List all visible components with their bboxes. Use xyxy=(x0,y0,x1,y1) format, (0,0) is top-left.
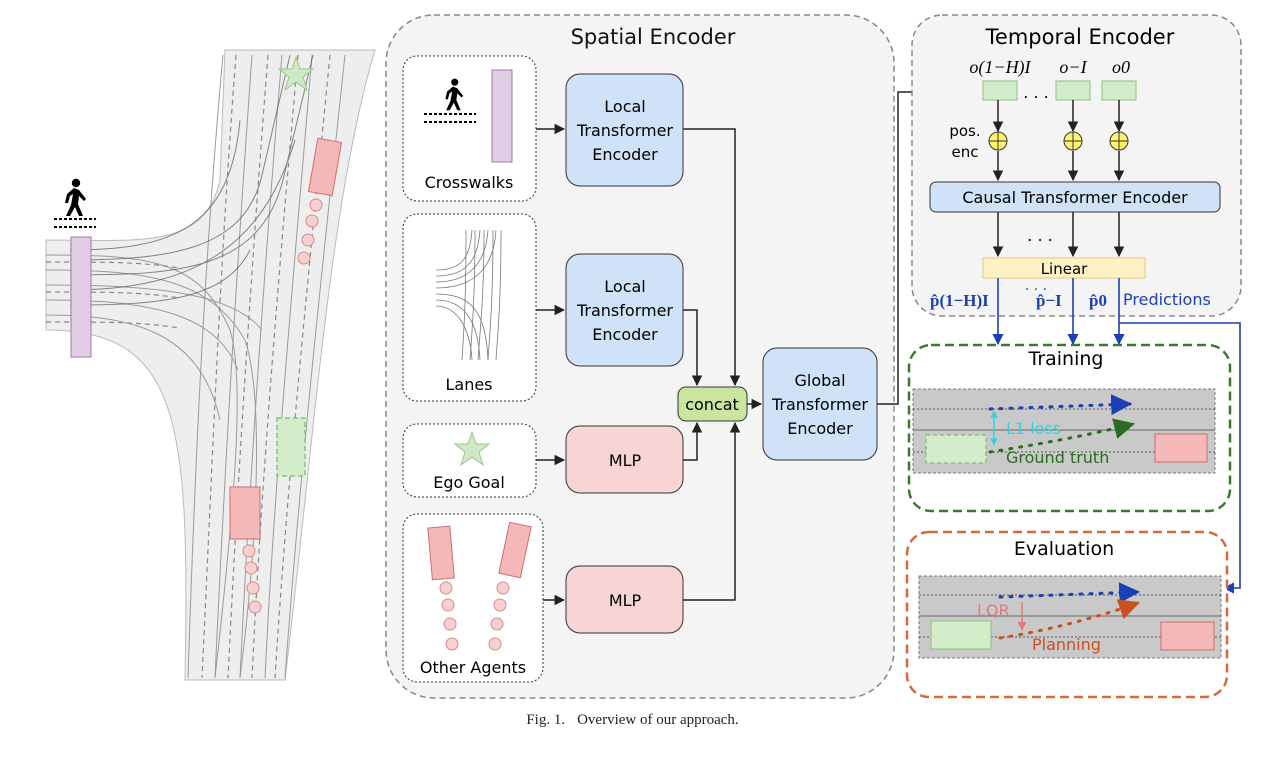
l1-loss-label: L1 loss xyxy=(1006,419,1061,438)
plus-circle-icon xyxy=(1109,131,1129,151)
linear-label: Linear xyxy=(1041,260,1088,278)
causal-encoder-label: Causal Transformer Encoder xyxy=(962,188,1188,207)
training-title: Training xyxy=(1028,348,1104,370)
ego-vehicle xyxy=(276,417,306,477)
star-icon xyxy=(277,55,315,92)
obs-ellipsis: . . . xyxy=(1023,83,1048,102)
agent-rect xyxy=(498,521,532,579)
planning-label: Planning xyxy=(1032,635,1101,654)
ground-truth-label: Ground truth xyxy=(1006,448,1109,467)
pred-label-first: p̂(1−H)I xyxy=(930,291,989,310)
pred-label-mid: p̂−I xyxy=(1036,291,1062,310)
lanes-thumbnail xyxy=(435,229,502,361)
obs-label-first: o(1−H)I xyxy=(969,57,1031,78)
obs-token xyxy=(982,80,1018,101)
global-encoder-line2: Transformer xyxy=(771,395,868,414)
global-encoder-line3: Encoder xyxy=(787,419,853,438)
agent-rect xyxy=(427,525,455,581)
temporal-encoder: Temporal Encoder o(1−H)I o−I o0 . . . po… xyxy=(911,14,1242,594)
mlp-label: MLP xyxy=(609,451,642,470)
temporal-encoder-title: Temporal Encoder xyxy=(985,25,1175,49)
concat-label: concat xyxy=(685,395,739,414)
predictions-label: Predictions xyxy=(1123,290,1211,309)
training-panel: Training L1 loss Ground truth xyxy=(907,343,1232,513)
ego-vehicle xyxy=(930,620,992,650)
lqr-label: LQR xyxy=(977,601,1010,620)
obs-label-mid: o−I xyxy=(1059,57,1087,77)
crosswalk-rect xyxy=(70,236,92,358)
pos-enc-line1: pos. xyxy=(949,122,980,140)
linear-layer xyxy=(982,257,1146,279)
pred-label-last: p̂0 xyxy=(1089,291,1107,310)
global-encoder-line1: Global xyxy=(794,371,845,390)
local-encoder-line2: Transformer xyxy=(576,301,673,320)
star-icon xyxy=(453,430,491,467)
ego-vehicle xyxy=(925,434,987,464)
pedestrian-icon xyxy=(65,178,86,216)
mlp-label: MLP xyxy=(609,591,642,610)
caption-text: Overview of our approach. xyxy=(577,712,739,728)
evaluation-title: Evaluation xyxy=(1014,538,1114,560)
spatial-encoder: Spatial Encoder Crosswalks Lanes xyxy=(385,14,976,699)
road-scene xyxy=(45,49,376,681)
crosswalk-rect xyxy=(491,69,513,163)
lanes-input-box xyxy=(402,213,537,402)
pos-enc-line2: enc xyxy=(952,143,979,161)
planned-trajectory xyxy=(998,599,1140,640)
obs-token xyxy=(1101,80,1137,101)
local-transformer-encoder-crosswalks xyxy=(565,73,684,187)
obs-label-last: o0 xyxy=(1112,57,1130,77)
agent-vehicle xyxy=(1154,433,1208,463)
local-encoder-line2: Transformer xyxy=(576,121,673,140)
spatial-encoder-title: Spatial Encoder xyxy=(571,25,736,49)
figure-caption: Fig. 1. Overview of our approach. xyxy=(0,712,1265,729)
local-encoder-line3: Encoder xyxy=(592,325,658,344)
causal-transformer-encoder xyxy=(929,181,1221,213)
plus-circle-icon xyxy=(988,131,1008,151)
evaluation-panel: Evaluation LQR Planning xyxy=(905,530,1229,699)
agent-vehicle xyxy=(1160,621,1215,651)
predicted-trajectory xyxy=(998,582,1141,604)
lanes-label: Lanes xyxy=(445,375,492,394)
obs-token xyxy=(1055,80,1091,101)
predicted-trajectory xyxy=(988,394,1133,416)
agent-top xyxy=(307,137,343,197)
pred-ellipsis: . . . xyxy=(1025,278,1047,294)
local-encoder-line3: Encoder xyxy=(592,145,658,164)
causal-ellipsis: . . . xyxy=(1027,226,1052,245)
local-encoder-line1: Local xyxy=(604,97,645,116)
caption-label: Fig. 1. xyxy=(526,712,566,728)
other-agents-label: Other Agents xyxy=(420,658,526,677)
plus-circle-icon xyxy=(1063,131,1083,151)
agent-bottom xyxy=(229,486,261,540)
ground-truth-trajectory xyxy=(988,418,1136,454)
crosswalks-label: Crosswalks xyxy=(425,173,514,192)
ego-goal-label: Ego Goal xyxy=(433,473,505,492)
local-encoder-line1: Local xyxy=(604,277,645,296)
